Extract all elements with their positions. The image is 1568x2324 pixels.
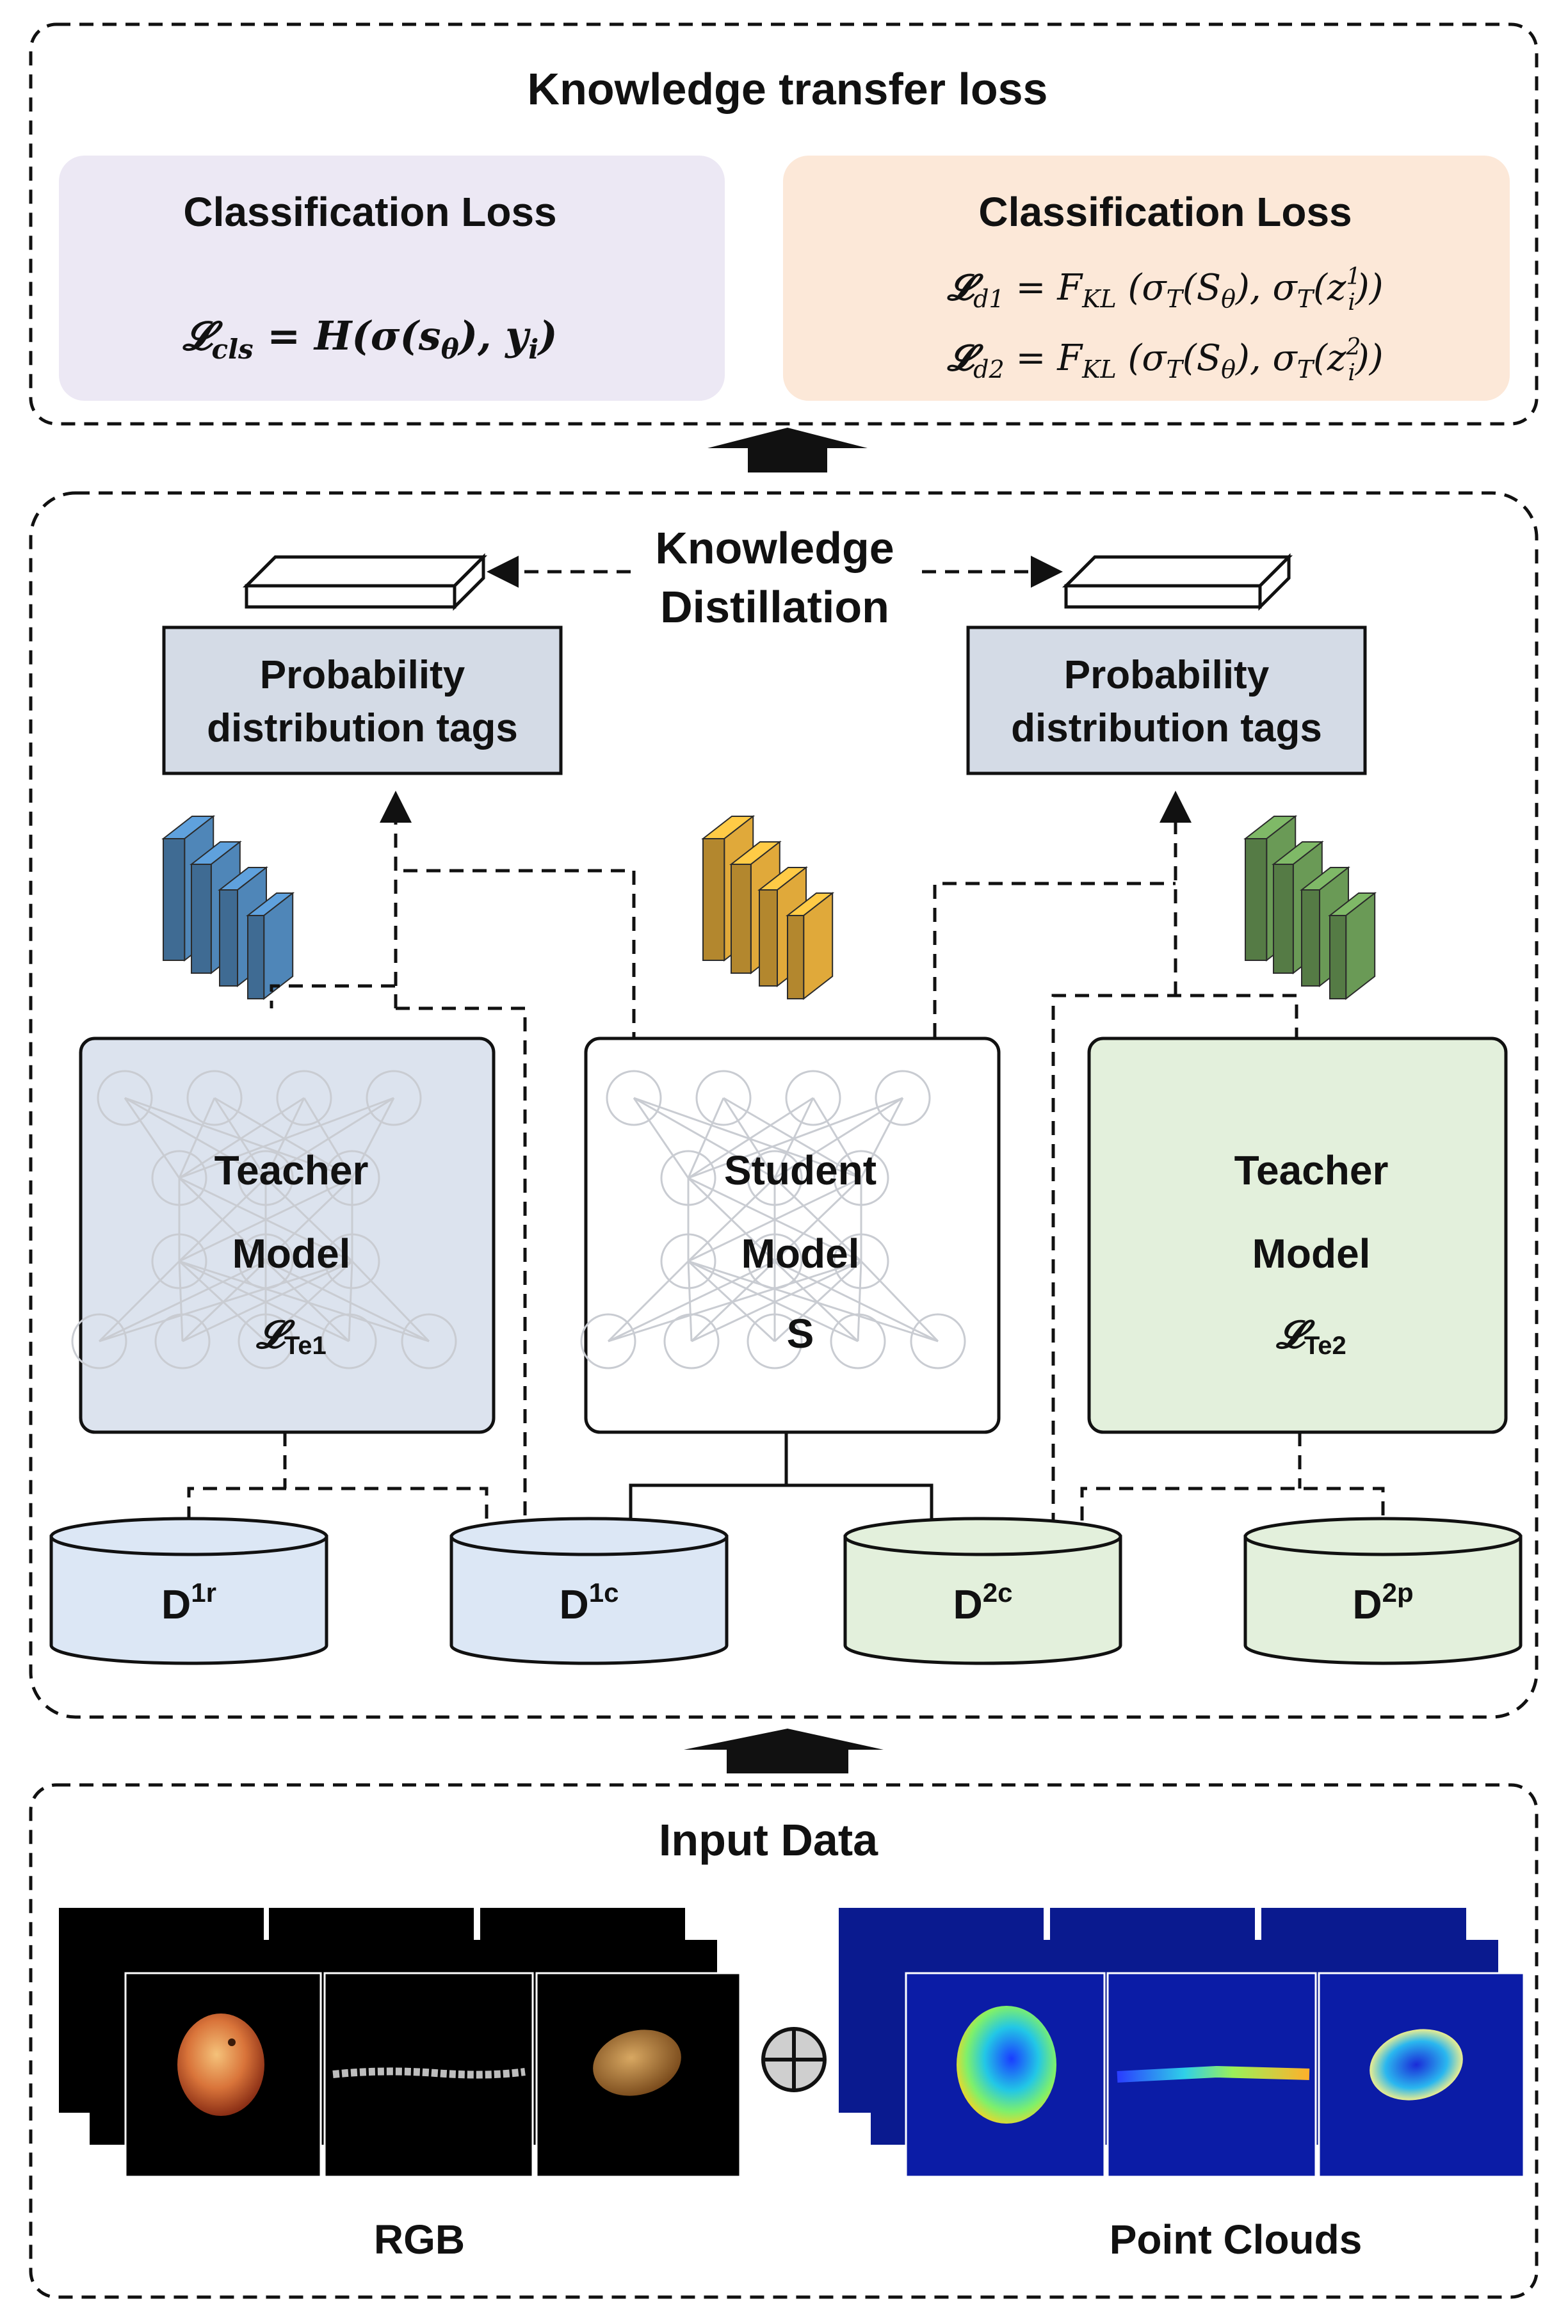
rgb-image-stack — [59, 1908, 741, 2178]
point-clouds-label: Point Clouds — [1110, 2216, 1362, 2263]
knowledge-distillation-title-line2: Distillation — [660, 582, 889, 632]
feature-maps-yellow-icon — [701, 814, 835, 1001]
rgb-label: RGB — [374, 2216, 465, 2263]
knowledge-distillation-title-line1: Knowledge — [655, 523, 894, 573]
student-line1: Student — [724, 1147, 877, 1193]
prob-tags-box-left — [162, 625, 563, 775]
input-data-title: Input Data — [659, 1815, 878, 1865]
tag-slab-right-icon — [1062, 553, 1293, 611]
up-arrow-icon — [707, 428, 868, 472]
teacher-model-right-box — [1087, 1037, 1508, 1434]
classification-loss-title-right: Classification Loss — [978, 189, 1352, 235]
prob-tags-right-line2: distribution tags — [1011, 706, 1322, 750]
prob-tags-left-line1: Probability — [260, 653, 465, 697]
classification-loss-box-left — [59, 156, 725, 401]
database-label: D1c — [560, 1578, 619, 1627]
teacher-model-left-box — [79, 1037, 496, 1434]
teacher-right-line1: Teacher — [1234, 1147, 1389, 1193]
classification-loss-box-right — [783, 156, 1510, 401]
knowledge-transfer-loss-panel: Knowledge transfer loss Classification L… — [29, 22, 1539, 426]
database-D2p: D2p — [1243, 1517, 1523, 1665]
knowledge-distillation-panel: Knowledge Distillation Probability distr… — [29, 491, 1539, 1719]
database-label: D1r — [161, 1578, 216, 1627]
neural-network-student-icon — [580, 1070, 966, 1369]
connector-d1c-to-tags — [396, 1006, 527, 1527]
connector-teacher2-to-dbs — [1080, 1432, 1385, 1521]
database-label: D2p — [1352, 1578, 1413, 1627]
student-symbol: S — [787, 1311, 814, 1357]
combine-plus-icon — [761, 2027, 827, 2092]
database-label: D2c — [953, 1578, 1013, 1627]
up-arrow-icon — [684, 1729, 884, 1773]
connector-teacher1-to-dbs — [187, 1432, 489, 1521]
input-data-panel: Input Data RGB — [29, 1783, 1539, 2299]
connector-teacher1-split — [270, 984, 398, 1008]
prob-tags-right-line1: Probability — [1064, 653, 1270, 697]
student-model-box — [584, 1037, 1001, 1434]
database-D2c: D2c — [843, 1517, 1122, 1665]
teacher-right-line2: Model — [1252, 1231, 1371, 1277]
teacher-right-symbol: 𝓛Te2 — [1275, 1312, 1346, 1360]
teacher-left-line1: Teacher — [214, 1147, 369, 1193]
connector-student-left — [403, 869, 636, 1037]
connector-student-right — [933, 882, 1176, 1037]
classification-loss-title-left: Classification Loss — [183, 189, 556, 235]
point-cloud-image-stack — [839, 1908, 1525, 2178]
knowledge-transfer-loss-title: Knowledge transfer loss — [528, 64, 1048, 114]
tag-slab-left-icon — [242, 553, 488, 611]
prob-tags-box-right — [966, 625, 1367, 775]
connector-d2c-to-teacher2 — [1051, 994, 1298, 1527]
neural-network-left-icon — [71, 1070, 457, 1369]
teacher-left-line2: Model — [232, 1231, 351, 1277]
feature-maps-green-icon — [1243, 814, 1377, 1001]
database-D1r: D1r — [49, 1517, 328, 1665]
feature-maps-blue-icon — [161, 814, 295, 1001]
prob-tags-left-line2: distribution tags — [207, 706, 518, 750]
student-line2: Model — [741, 1231, 860, 1277]
database-D1c: D1c — [449, 1517, 729, 1665]
connector-student-to-dbs — [629, 1432, 934, 1521]
